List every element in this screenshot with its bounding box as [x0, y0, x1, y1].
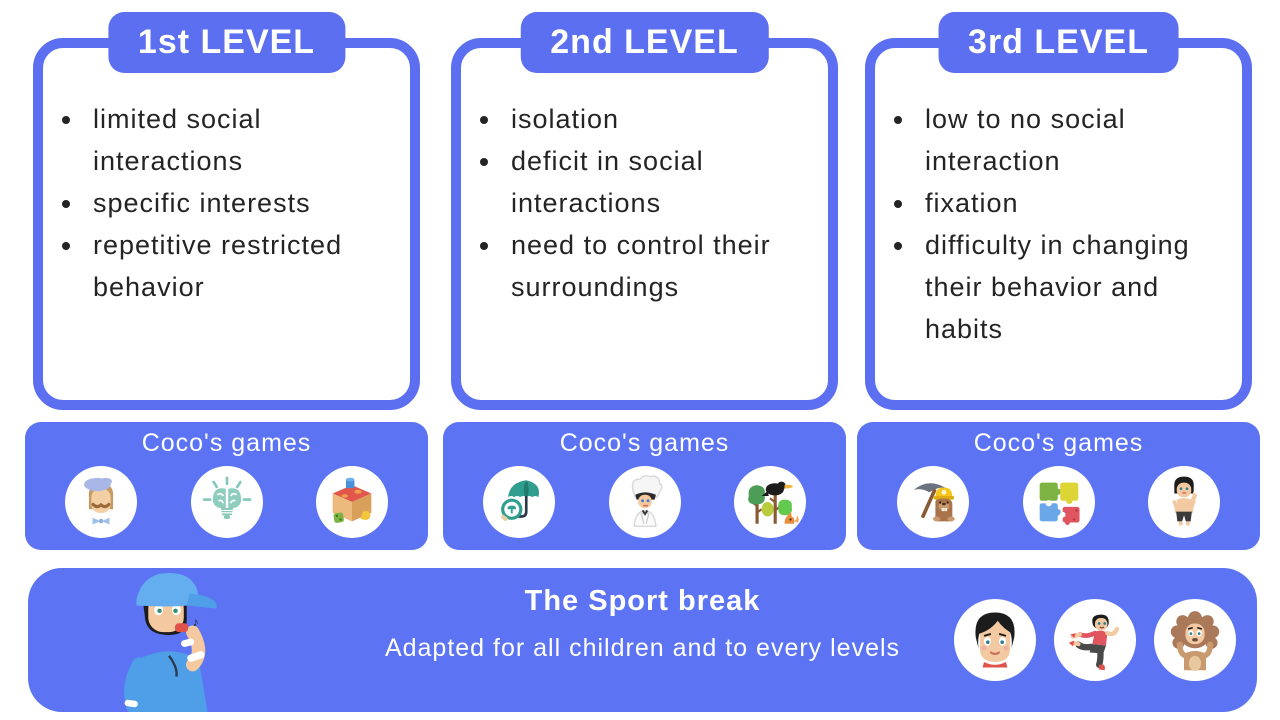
level-2-badge: 2nd LEVEL	[520, 12, 769, 73]
sport-break-text: The Sport break Adapted for all children…	[28, 585, 1257, 663]
mole-miner-icon	[897, 466, 969, 538]
sport-break-title: The Sport break	[524, 585, 761, 617]
bullet-item: low to no social interaction	[917, 98, 1236, 182]
svg-text:♪: ♪	[193, 615, 199, 629]
level-2-games-bar: Coco's games	[443, 422, 846, 550]
mushroom-search-icon	[483, 466, 555, 538]
games-bar-title: Coco's games	[559, 429, 730, 457]
level-2-card: isolation deficit in social interactions…	[451, 38, 838, 410]
level-2-column: 2nd LEVEL isolation deficit in social in…	[443, 0, 846, 552]
bullet-item: limited social interactions	[85, 98, 404, 182]
balancing-boy-icon	[1054, 599, 1136, 681]
bullet-item: need to control their surroundings	[503, 224, 822, 308]
level-1-column: 1st LEVEL limited social interactions sp…	[25, 0, 428, 552]
level-3-badge: 3rd LEVEL	[938, 12, 1179, 73]
level-3-bullet-list: low to no social interaction fixation di…	[875, 98, 1242, 350]
level-1-games-bar: Coco's games	[25, 422, 428, 550]
level-3-games-bar: Coco's games	[857, 422, 1260, 550]
dressing-boy-icon	[1148, 466, 1220, 538]
bullet-item: repetitive restricted behavior	[85, 224, 404, 308]
games-icon-row	[897, 466, 1220, 538]
sport-break-banner: ♪ The Sport break Adapted for all childr…	[28, 568, 1257, 712]
level-3-card: low to no social interaction fixation di…	[865, 38, 1252, 410]
bullet-item: deficit in social interactions	[503, 140, 822, 224]
bullet-item: specific interests	[85, 182, 404, 224]
level-1-card: limited social interactions specific int…	[33, 38, 420, 410]
sport-break-subtitle: Adapted for all children and to every le…	[384, 634, 901, 662]
games-bar-title: Coco's games	[973, 429, 1144, 457]
sport-break-icon-row	[954, 599, 1236, 681]
artist-man-icon	[65, 466, 137, 538]
level-3-column: 3rd LEVEL low to no social interaction f…	[857, 0, 1260, 552]
coach-whistle-character: ♪	[124, 572, 217, 712]
games-icon-row	[65, 466, 388, 538]
level-1-bullet-list: limited social interactions specific int…	[43, 98, 410, 308]
bullet-item: difficulty in changing their behavior an…	[917, 224, 1236, 350]
forest-bird-fox-icon	[734, 466, 806, 538]
boy-face-icon	[954, 599, 1036, 681]
chef-boy-icon	[608, 466, 681, 538]
toy-box-icon	[316, 466, 388, 538]
bullet-item: fixation	[917, 182, 1236, 224]
games-bar-title: Coco's games	[141, 429, 312, 457]
games-icon-row	[483, 466, 806, 538]
puzzle-pieces-icon	[1022, 466, 1095, 538]
bullet-item: isolation	[503, 98, 822, 140]
level-2-bullet-list: isolation deficit in social interactions…	[461, 98, 828, 308]
brain-idea-icon	[190, 466, 263, 538]
lion-costume-kid-icon	[1154, 599, 1236, 681]
level-1-badge: 1st LEVEL	[107, 12, 346, 73]
